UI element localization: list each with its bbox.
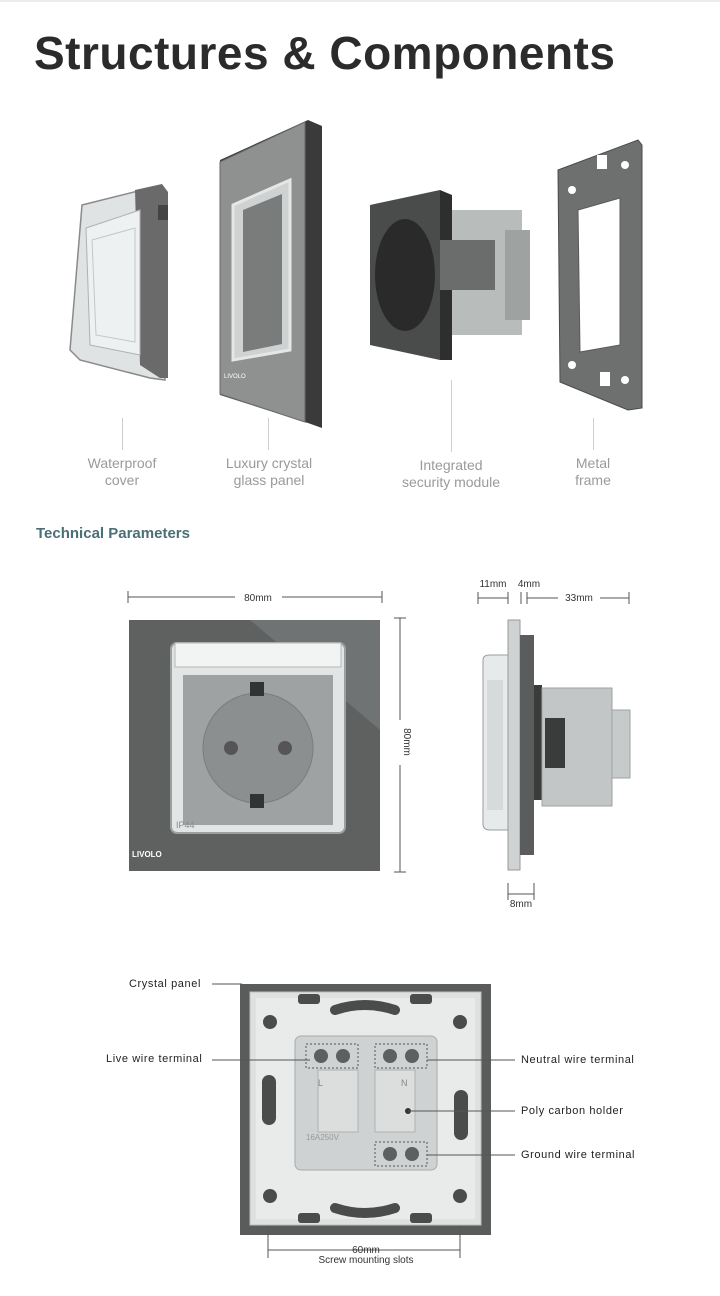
slots-dim-label: 60mm (352, 1245, 380, 1256)
technical-parameters-title: Technical Parameters (36, 525, 190, 542)
label-line-2: cover (104, 472, 140, 488)
waterproof-cover-label: Waterproof cover (52, 455, 192, 489)
terminal-l-label: L (318, 1078, 323, 1088)
exploded-components: LIVOLO (69, 120, 643, 428)
left-mounting-slot (262, 1075, 276, 1125)
label-line-2: frame (575, 472, 611, 488)
glass-panel-image: LIVOLO (219, 120, 322, 428)
security-module-label: Integrated security module (381, 457, 521, 491)
top-border (0, 0, 720, 2)
side-dim-11: 11mm (479, 579, 506, 590)
callout-live-wire: Live wire terminal (106, 1053, 203, 1065)
label-line-1: Integrated (419, 457, 483, 473)
ground-terminal (374, 1141, 428, 1167)
back-view-diagram: L N 16A250V 60mm Screw mounting slots (212, 983, 515, 1266)
callout-neutral-wire: Neutral wire terminal (521, 1054, 635, 1066)
cover-leader-line (122, 418, 123, 450)
label-line-2: glass panel (233, 472, 305, 488)
side-dim-8: 8mm (510, 899, 532, 910)
page-title: Structures & Components (34, 27, 616, 79)
slots-caption: Screw mounting slots (318, 1255, 413, 1266)
side-dim-4: 4mm (518, 579, 540, 590)
callout-ground-wire: Ground wire terminal (521, 1149, 636, 1161)
frame-leader-line (593, 418, 594, 450)
callout-crystal-panel: Crystal panel (129, 978, 201, 990)
front-rating-text: IP44 (176, 820, 195, 830)
waterproof-cover-image (69, 184, 168, 381)
live-terminal (305, 1043, 359, 1069)
security-module-image (370, 190, 530, 360)
metal-frame-image (557, 139, 643, 411)
glass-panel-label: Luxury crystal glass panel (199, 455, 339, 489)
height-dim-label: 80mm (401, 728, 412, 756)
label-line-2: security module (401, 474, 501, 490)
right-mounting-slot (454, 1090, 468, 1140)
side-dim-33: 33mm (565, 593, 593, 604)
metal-frame-label: Metal frame (523, 455, 663, 489)
module-leader-line (451, 380, 452, 452)
neutral-terminal (374, 1043, 428, 1069)
back-rating-text: 16A250V (306, 1133, 340, 1142)
width-dim-label: 80mm (244, 593, 272, 604)
callout-poly-holder: Poly carbon holder (521, 1105, 624, 1117)
label-line-1: Metal (575, 455, 611, 471)
front-brand-logo: LIVOLO (132, 850, 162, 859)
side-view: 11mm 4mm 33mm 8mm (477, 579, 631, 910)
label-line-1: Waterproof (87, 455, 157, 471)
svg-text:LIVOLO: LIVOLO (224, 374, 246, 380)
front-view-diagram: 80mm 80mm IP44 LIVOLO 11mm 4mm 33mm (127, 579, 631, 910)
terminal-n-label: N (401, 1078, 408, 1088)
label-line-1: Luxury crystal (225, 455, 313, 471)
panel-leader-line (268, 418, 269, 450)
